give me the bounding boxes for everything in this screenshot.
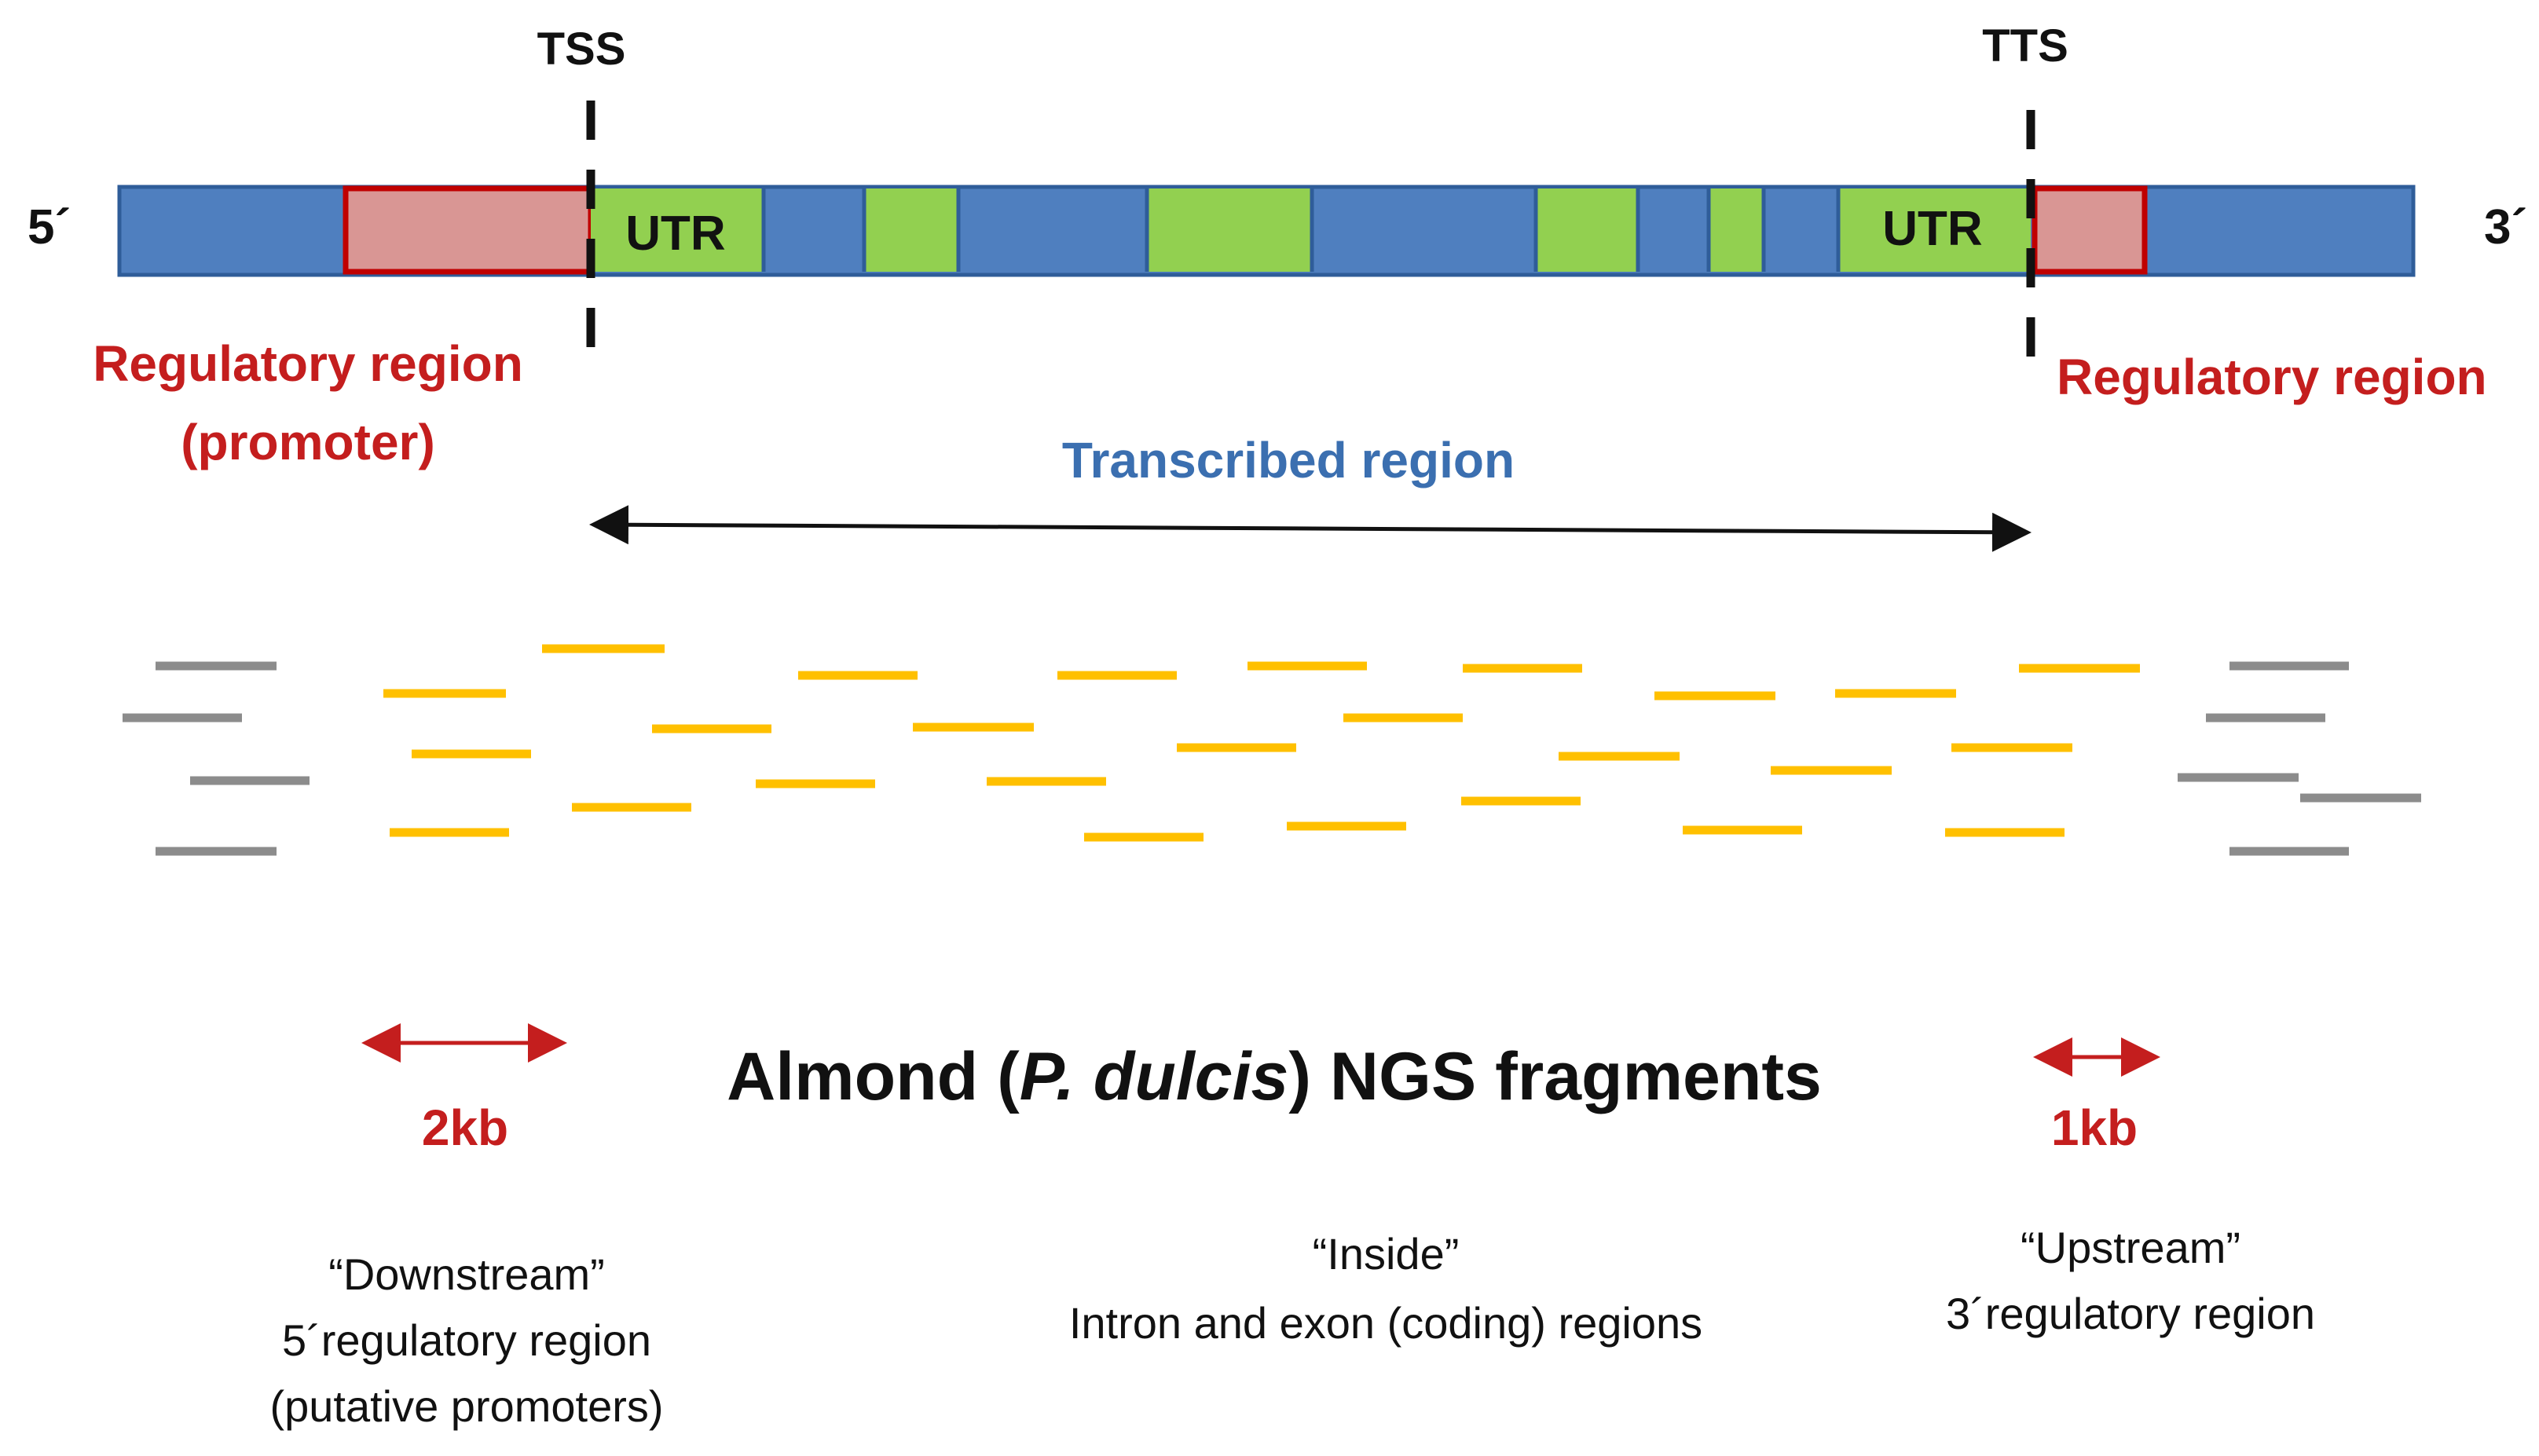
desc-left-line2: 5´regulatory region [282, 1315, 651, 1365]
utr-right-box [1838, 188, 2031, 272]
three-prime-label: 3´ [2484, 200, 2527, 254]
transcribed-region-arrow [589, 505, 2032, 552]
gene-bar: UTR UTR [117, 185, 2416, 277]
gene-fragments [383, 644, 2140, 842]
desc-mid-line1: “Inside” [1313, 1229, 1460, 1279]
desc-left-line1: “Downstream” [328, 1249, 605, 1299]
transcribed-region-label: Transcribed region [1062, 432, 1515, 488]
utr-right-label: UTR [1882, 202, 1982, 256]
five-prime-label: 5´ [27, 200, 71, 254]
tts-label: TTS [1982, 20, 2068, 71]
regulatory-right-label: Regulatory region [2057, 349, 2487, 405]
desc-right-line1: “Upstream” [2021, 1223, 2240, 1272]
ngs-fragments-title: Almond (P. dulcis) NGS fragments [727, 1039, 1822, 1114]
regulatory-left-label-line2: (promoter) [181, 414, 435, 470]
exon-box [1147, 188, 1312, 272]
scale-2kb-label: 2kb [422, 1099, 508, 1156]
scale-1kb-label: 1kb [2051, 1099, 2138, 1156]
utr-left-label: UTR [625, 207, 725, 261]
flanking-fragments [123, 661, 2421, 856]
exon-box [864, 188, 958, 272]
desc-mid-line2: Intron and exon (coding) regions [1069, 1298, 1702, 1348]
segment-dividers [761, 188, 1841, 272]
regulatory-3prime-box [2032, 185, 2148, 275]
desc-left-line3: (putative promoters) [269, 1381, 663, 1431]
regulatory-left-label-line1: Regulatory region [93, 335, 523, 392]
utr-left-box [591, 188, 764, 272]
region-descriptions: “Downstream” 5´regulatory region (putati… [269, 1223, 2315, 1431]
title-species: P. dulcis [1020, 1039, 1289, 1114]
desc-right-line2: 3´regulatory region [1946, 1289, 2315, 1338]
ngs-fragments [123, 644, 2421, 856]
promoter-region-box [343, 185, 594, 275]
exon-box [1709, 188, 1764, 272]
tss-label: TSS [537, 24, 626, 75]
title-suffix: ) NGS fragments [1288, 1039, 1822, 1114]
exon-box [1536, 188, 1638, 272]
title-prefix: Almond ( [727, 1039, 1020, 1114]
